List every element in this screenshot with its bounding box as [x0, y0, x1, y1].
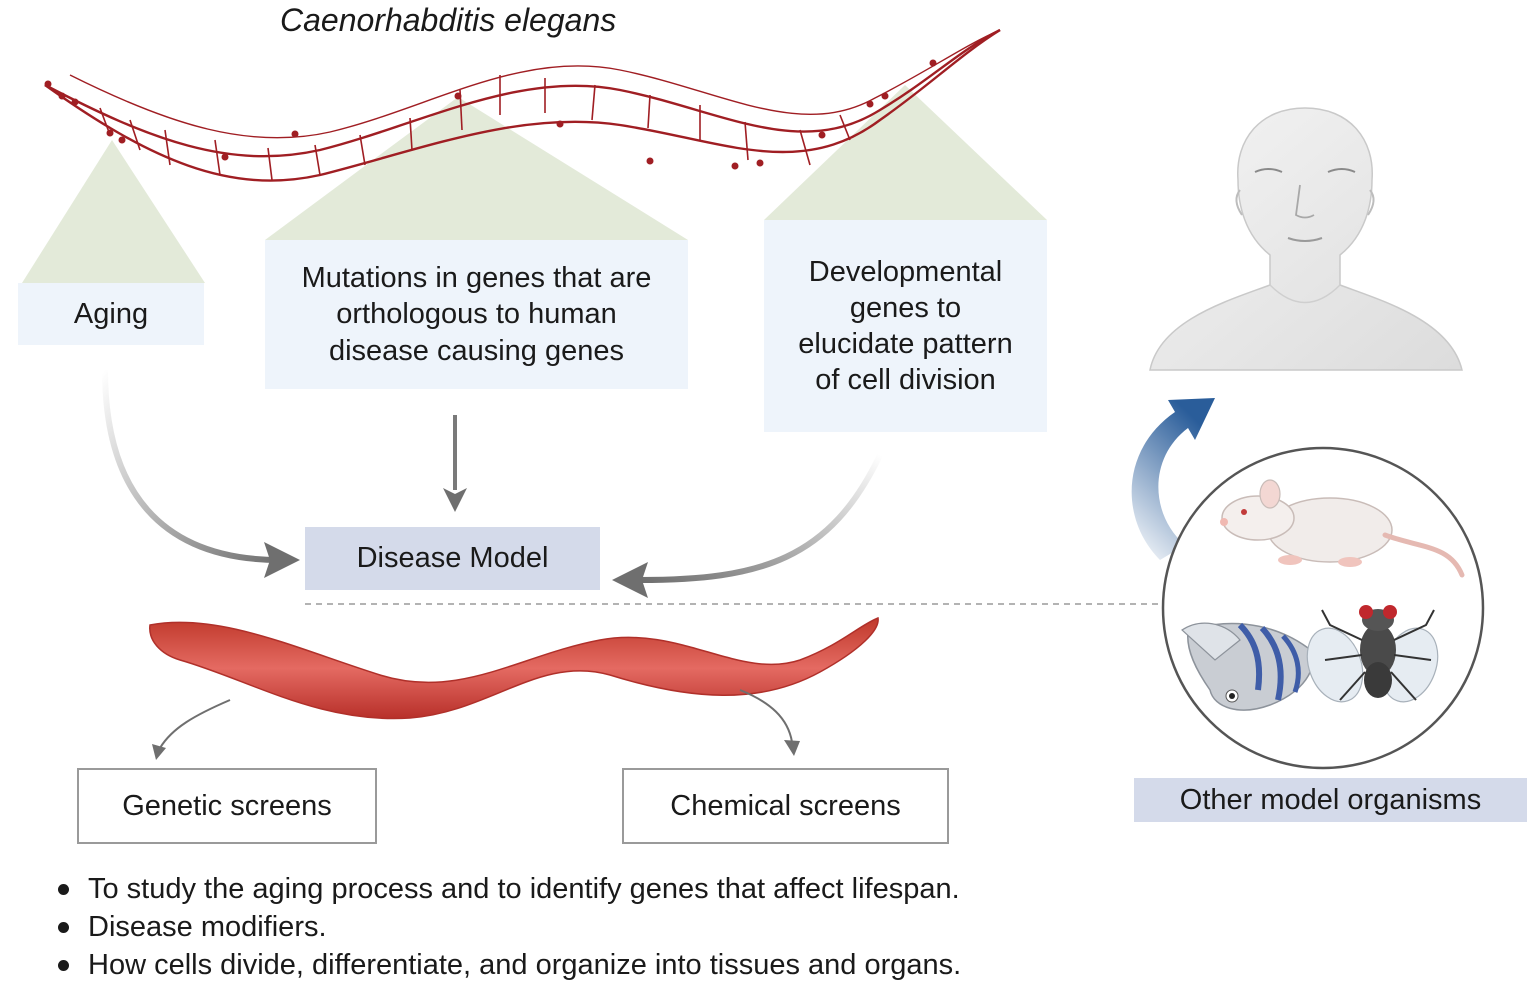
genetic-screens-box: Genetic screens [77, 768, 377, 844]
diagram-title: Caenorhabditis elegans [280, 2, 617, 38]
developmental-box: Developmental genes to elucidate pattern… [764, 220, 1047, 432]
triangle-aging [22, 140, 205, 283]
triangle-mutations [265, 97, 688, 240]
arrow-to-genetic [159, 699, 231, 749]
zebrafish-icon [1181, 622, 1314, 711]
worm-anatomy-icon [44, 28, 1001, 182]
aging-box: Aging [18, 283, 204, 345]
curved-arrow-icon [1131, 398, 1215, 560]
human-head-icon [1149, 107, 1463, 371]
arrow-head-down [443, 488, 467, 512]
organisms-circle [1161, 446, 1485, 770]
arrow-head-genetic [152, 744, 166, 760]
disease-model-box: Disease Model [305, 527, 600, 590]
bullet-item: How cells divide, differentiate, and org… [54, 946, 961, 984]
fruit-fly-icon [1306, 605, 1439, 703]
mouse-icon [1220, 479, 1465, 578]
triangle-developmental [764, 85, 1047, 220]
other-models-box: Other model organisms [1134, 778, 1527, 822]
bullet-item: Disease modifiers. [54, 908, 961, 946]
arrow-developmental-to-model [639, 453, 883, 583]
arrow-head-left [264, 542, 300, 578]
arrow-aging-to-model [102, 369, 281, 563]
arrow-head-right [612, 562, 648, 598]
bullet-list: To study the aging process and to identi… [54, 870, 961, 984]
chemical-screens-box: Chemical screens [622, 768, 949, 844]
bullet-item: To study the aging process and to identi… [54, 870, 961, 908]
mutations-box: Mutations in genes that are orthologous … [265, 240, 688, 389]
worm-icon [149, 616, 879, 720]
arrow-head-chemical [784, 740, 800, 756]
arrow-to-chemical [739, 689, 793, 743]
